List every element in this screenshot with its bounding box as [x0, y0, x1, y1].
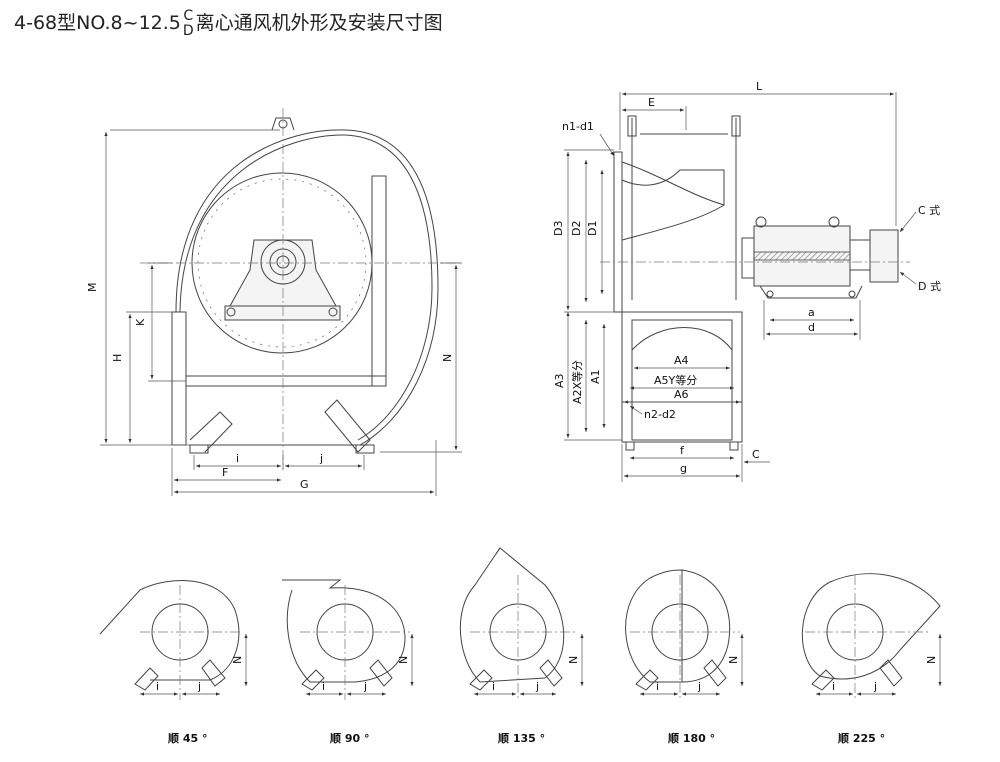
label-d-style: D 式 — [918, 280, 941, 293]
front-view: M H K N i j F G — [86, 108, 462, 496]
dim-d: d — [808, 321, 815, 334]
dim-a: a — [808, 306, 815, 319]
dim-A2: A2X等分 — [570, 360, 584, 404]
coupling — [869, 229, 899, 283]
outlet-flange — [171, 311, 187, 446]
dim-A1: A1 — [589, 369, 602, 384]
rot135-dim-N: N — [567, 656, 580, 664]
grease-cup-1 — [755, 216, 767, 228]
dim-D1: D1 — [586, 221, 599, 236]
dim-H: H — [111, 354, 124, 362]
rot90-dim-N: N — [397, 656, 410, 664]
outlet-box — [621, 311, 743, 443]
rot180-dim-i: i — [656, 680, 659, 693]
rotation-90-label: 顺 90 ° — [330, 731, 369, 745]
side-view: L E n1-d1 D3 D2 D1 A3 A2X等分 A1 A4 A5Y等分 … — [552, 80, 941, 482]
rotation-180-label: 顺 180 ° — [668, 731, 715, 745]
label-c-style: C 式 — [918, 204, 940, 217]
rotation-45: i j N 顺 45 ° — [99, 580, 248, 745]
grease-cup-2 — [828, 216, 840, 228]
foot-back — [729, 441, 739, 451]
inlet-cone-lower — [621, 204, 725, 241]
dim-g: g — [680, 462, 687, 475]
dim-C: C — [752, 448, 760, 461]
rotation-225-label: 顺 225 ° — [838, 731, 885, 745]
scroll-casing — [175, 129, 439, 446]
rot180-dim-j: j — [697, 680, 701, 693]
rot225-dim-N: N — [925, 656, 938, 664]
rot90-dim-j: j — [363, 680, 367, 693]
dim-n1d1: n1-d1 — [562, 120, 594, 133]
title-main: 4-68型NO.8~12.5 — [14, 12, 181, 34]
rotation-90: i j N 顺 90 ° — [282, 579, 414, 745]
dim-i: i — [236, 452, 239, 465]
dim-D2: D2 — [570, 221, 583, 236]
rot135-dim-i: i — [492, 680, 495, 693]
dim-D3: D3 — [552, 221, 565, 236]
rotation-135: i j N 顺 135 ° — [459, 547, 584, 745]
shaft-collar — [849, 239, 871, 271]
outlet-curve — [631, 327, 733, 351]
dim-E: E — [648, 96, 655, 109]
bearing-end — [741, 237, 755, 279]
rotation-225: i j N 顺 225 ° — [801, 573, 942, 745]
shaft-hatch — [753, 251, 851, 261]
rot45-dim-j: j — [197, 680, 201, 693]
foot-front — [625, 441, 635, 451]
rotation-variants: i j N 顺 45 ° i j N 顺 90 ° — [99, 547, 942, 745]
dim-j: j — [319, 452, 323, 465]
dim-G: G — [300, 478, 309, 491]
inlet-cone — [621, 161, 725, 206]
dim-A6: A6 — [674, 388, 689, 401]
dim-n2d2: n2-d2 — [644, 408, 676, 421]
dim-L: L — [756, 80, 763, 93]
dim-M: M — [86, 283, 99, 293]
rot90-dim-i: i — [322, 680, 325, 693]
bolt-right — [328, 307, 338, 317]
dim-A5: A5Y等分 — [654, 373, 697, 387]
dim-A3: A3 — [553, 373, 566, 388]
bearing-base — [759, 285, 863, 299]
title-suffix: 离心通风机外形及安装尺寸图 — [195, 12, 443, 34]
outlet-box-inner — [631, 319, 733, 441]
foot-left — [189, 411, 233, 454]
rot135-dim-j: j — [535, 680, 539, 693]
scroll-casing-inner — [179, 134, 433, 441]
rot180-dim-N: N — [727, 656, 740, 664]
dim-A4: A4 — [674, 354, 689, 367]
title-frac-top: C — [183, 7, 194, 24]
bolt-left — [226, 307, 236, 317]
dim-F: F — [222, 466, 228, 479]
dim-K: K — [134, 318, 147, 326]
rotation-45-label: 顺 45 ° — [168, 731, 207, 745]
pedestal-base — [224, 305, 341, 321]
rot225-dim-j: j — [873, 680, 877, 693]
dim-N: N — [441, 354, 454, 362]
rot225-dim-i: i — [832, 680, 835, 693]
title-frac-bottom: D — [182, 22, 194, 39]
rot45-dim-N: N — [231, 656, 244, 664]
rot45-dim-i: i — [156, 680, 159, 693]
rotation-180: i j N 顺 180 ° — [625, 569, 744, 745]
lug-front — [627, 115, 637, 137]
inlet-ring — [191, 172, 373, 354]
rotation-135-label: 顺 135 ° — [498, 731, 545, 745]
foot-right — [324, 399, 375, 454]
outlet-plate — [371, 175, 387, 387]
dim-f: f — [680, 444, 685, 457]
lug-back — [731, 115, 741, 137]
inlet-flange — [613, 151, 623, 313]
